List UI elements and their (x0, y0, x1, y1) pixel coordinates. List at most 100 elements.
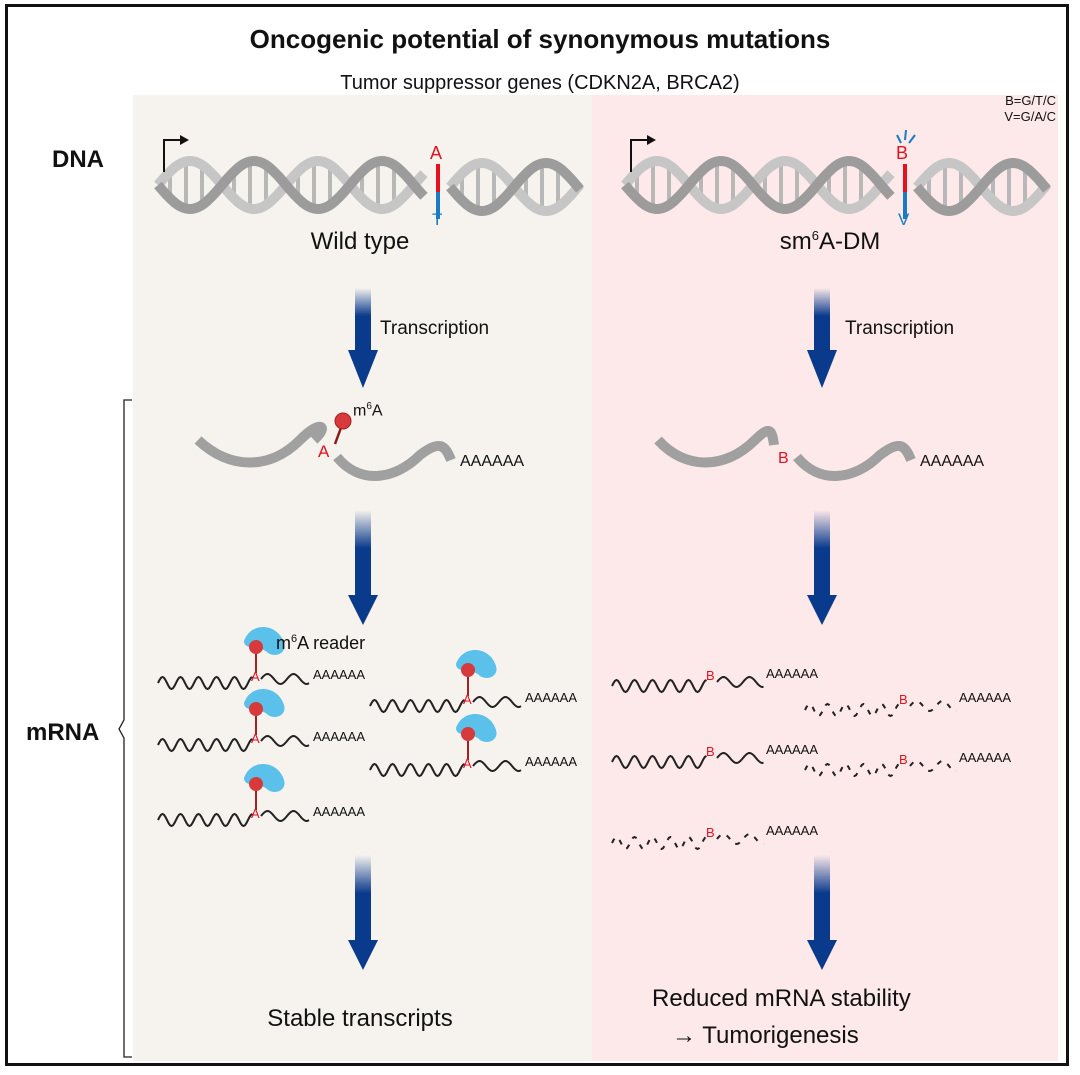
transcript-5prime (369, 698, 465, 714)
reader-label: m6A reader (276, 633, 365, 654)
base-bottom-mut: V (898, 210, 910, 229)
m6a-dot (461, 663, 475, 677)
transcript-intact (611, 751, 764, 770)
transcript-site-label: B (899, 692, 908, 707)
promoter-arrowhead-left-icon (180, 135, 189, 145)
mutant-label: sm6A-DM (720, 228, 940, 256)
m6a-dot (334, 412, 352, 430)
transcript-site-label: A (463, 756, 472, 771)
base-v-bar (903, 192, 907, 219)
transcript-polya-label: AAAAAA (525, 690, 578, 705)
row-label-dna: DNA (52, 146, 104, 173)
m6a-reader-protein-icon (244, 763, 285, 792)
polya-wt: AAAAAA (460, 453, 525, 470)
transcript-5prime (611, 678, 707, 694)
arrow-transcription-left-icon (348, 288, 378, 388)
transcript-site-label: B (706, 744, 715, 759)
transcript-polya-label: AAAAAA (313, 667, 366, 682)
row-label-mrna: mRNA (26, 719, 100, 746)
wild-type-label: Wild type (310, 228, 410, 255)
reader-prefix: m (276, 633, 291, 653)
transcript-5prime (369, 762, 465, 778)
m6a-reader-protein-icon (456, 649, 497, 678)
transcript-intact (611, 675, 764, 694)
transcript-5prime (157, 737, 253, 753)
transcript-stable (369, 649, 522, 714)
mrna-site-mut: B (778, 450, 789, 467)
transcript-5prime (611, 754, 707, 770)
m6a-prefix: m (353, 402, 367, 420)
transcript-site-label: A (251, 669, 260, 684)
transcript-site-label: B (706, 825, 715, 840)
m6a-dot (249, 777, 263, 791)
mutant-label-prefix: sm (779, 228, 812, 255)
polya-mut: AAAAAA (920, 453, 985, 470)
transcript-polya-label: AAAAAA (766, 742, 819, 757)
base-legend: B=G/T/C V=G/A/C (1004, 93, 1056, 125)
reader-sup: 6 (291, 633, 298, 645)
m6a-dot (249, 702, 263, 716)
transcript-5prime (611, 835, 707, 851)
transcript-site-label: B (899, 752, 908, 767)
transcripts-wild-type (157, 626, 522, 828)
transcript-polya-label: AAAAAA (525, 754, 578, 769)
mutant-label-suffix: A-DM (818, 228, 881, 255)
m6a-dot (249, 640, 263, 654)
transcript-5prime (157, 812, 253, 828)
dna-helix-mutant (621, 155, 1051, 217)
figure-title: Oncogenic potential of synonymous mutati… (249, 24, 831, 54)
reader-suffix: A reader (297, 633, 366, 653)
figure-subtitle: Tumor suppressor genes (CDKN2A, BRCA2) (340, 72, 740, 94)
transcript-site-label: A (463, 692, 472, 707)
transcript-3prime (716, 675, 764, 689)
transcript-5prime (804, 762, 900, 778)
transcript-5prime (804, 702, 900, 718)
transcript-degraded (611, 832, 764, 851)
transcription-label-right: Transcription (845, 318, 955, 339)
helix-strand-dark (446, 157, 584, 217)
mrna-strand-wt-5prime (194, 421, 327, 468)
m6a-dot (461, 727, 475, 741)
transcript-polya-label: AAAAAA (766, 666, 819, 681)
helix-strand-dark (913, 157, 1051, 217)
m6a-reader-protein-icon (244, 688, 285, 717)
figure-frame (5, 4, 1069, 1066)
transcript-degraded (804, 759, 957, 778)
mrna-strand-wt-3prime (333, 441, 456, 481)
m6a-reader-protein-icon (244, 626, 285, 655)
outcome-left: Stable transcripts (267, 1005, 453, 1032)
transcription-label-left: Transcription (380, 318, 490, 339)
helix-strand-light (621, 155, 895, 215)
promoter-arrowhead-right-icon (647, 135, 656, 145)
helix-strand-dark (154, 155, 428, 215)
base-top-wt: A (430, 143, 443, 163)
promoter-arrow-left-icon (163, 139, 182, 172)
transcript-polya-label: AAAAAA (959, 690, 1012, 705)
promoter-arrow-right-icon (630, 139, 649, 172)
transcript-degraded (804, 699, 957, 718)
helix-strand-dark (621, 155, 895, 215)
transcript-polya-label: AAAAAA (959, 750, 1012, 765)
transcript-polya-label: AAAAAA (766, 823, 819, 838)
transcript-3prime (909, 699, 957, 713)
transcript-3prime (472, 759, 522, 773)
transcript-stable (157, 688, 310, 753)
transcript-polya-label: AAAAAA (313, 804, 366, 819)
m6a-sup: 6 (366, 401, 372, 412)
mrna-strand-mut-5prime (654, 426, 779, 468)
transcript-5prime (157, 675, 253, 691)
base-bottom-wt: T (432, 210, 443, 229)
dna-helix-wild-type (154, 155, 584, 217)
mutation-burst-icon (896, 129, 916, 144)
base-t-bar (436, 192, 440, 219)
arrow-decay-right-icon (807, 510, 837, 625)
transcript-3prime (260, 672, 310, 686)
transcript-site-label: A (251, 731, 260, 746)
transcript-stable (157, 763, 310, 828)
transcript-3prime (260, 809, 310, 823)
transcript-3prime (472, 695, 522, 709)
transcripts-mutant (611, 675, 957, 851)
base-a-bar (436, 164, 440, 192)
mrna-strand-mut-3prime (793, 441, 916, 481)
arrow-outcome-right-icon (807, 855, 837, 970)
